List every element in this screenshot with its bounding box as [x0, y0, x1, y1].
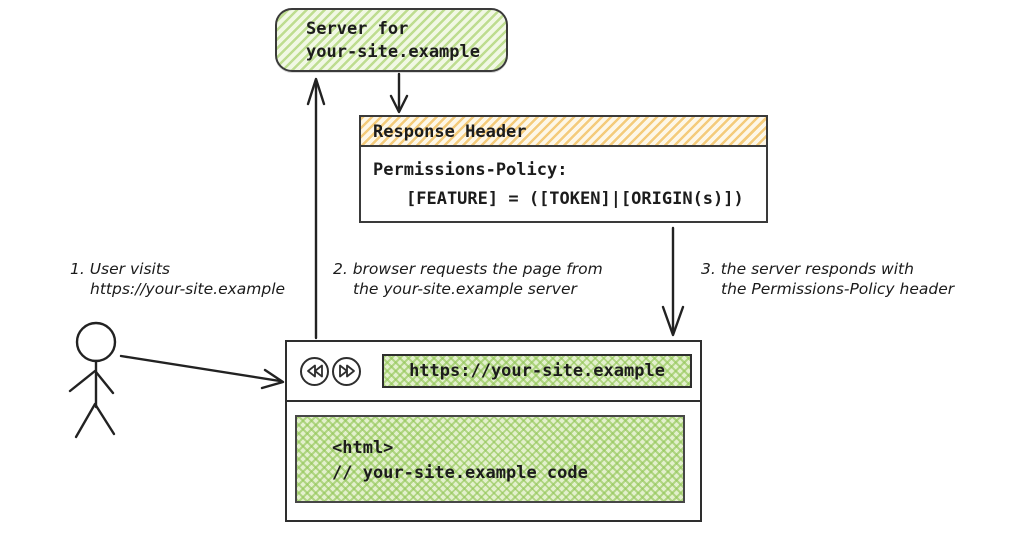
stick-figure-user	[68, 321, 117, 439]
annotation-step1: 1. User visits https://your-site.example	[70, 259, 285, 299]
server-label-line1: Server for	[306, 19, 409, 39]
arrow-user-to-browser	[119, 354, 285, 390]
annotation-step2-line2: the your-site.example server	[353, 280, 577, 298]
fast-forward-icon	[338, 364, 355, 378]
response-header-box: Response Header Permissions-Policy: [FEA…	[359, 115, 768, 223]
response-header-title: Response Header	[361, 117, 766, 147]
user-right-arm	[94, 370, 115, 395]
annotation-step3-line1: 3. the server responds with	[701, 260, 914, 278]
arrow-browser-to-server	[306, 77, 326, 340]
browser-viewport: <html> // your-site.example code	[287, 402, 700, 519]
back-button	[300, 356, 329, 386]
code-line2: // your-site.example code	[332, 463, 588, 483]
annotation-step1-line2: https://your-site.example	[90, 280, 286, 298]
url-text: https://your-site.example	[409, 361, 665, 381]
page-code-box: <html> // your-site.example code	[295, 415, 685, 503]
url-bar: https://your-site.example	[382, 354, 692, 388]
arrowhead-down	[661, 305, 685, 337]
code-line1: <html>	[332, 438, 394, 458]
user-head	[75, 321, 117, 363]
annotation-step2: 2. browser requests the page from the yo…	[333, 259, 603, 299]
server-box: Server for your-site.example	[275, 8, 508, 72]
arrowhead-right	[260, 368, 285, 390]
arrow-server-to-response-header	[389, 72, 409, 114]
annotation-step1-line1: 1. User visits	[70, 260, 170, 278]
response-header-body: Permissions-Policy: [FEATURE] = ([TOKEN]…	[361, 147, 766, 214]
browser-toolbar: https://your-site.example	[287, 342, 700, 402]
forward-button	[332, 356, 361, 386]
arrowhead-up	[306, 77, 326, 106]
arrow-response-header-to-browser	[661, 226, 685, 337]
annotation-step3-line2: the Permissions-Policy header	[721, 280, 955, 298]
rewind-icon	[306, 364, 323, 378]
user-left-arm	[68, 369, 97, 393]
arrowhead-down	[389, 94, 409, 114]
annotation-step2-line1: 2. browser requests the page from	[333, 260, 603, 278]
user-legs	[74, 402, 116, 439]
annotation-step3: 3. the server responds with the Permissi…	[701, 259, 954, 299]
server-label-line2: your-site.example	[306, 42, 480, 62]
browser-window: https://your-site.example <html> // your…	[285, 340, 702, 522]
policy-syntax-line: [FEATURE] = ([TOKEN]|[ORIGIN(s)])	[406, 189, 744, 209]
policy-directive-line: Permissions-Policy:	[373, 160, 568, 180]
